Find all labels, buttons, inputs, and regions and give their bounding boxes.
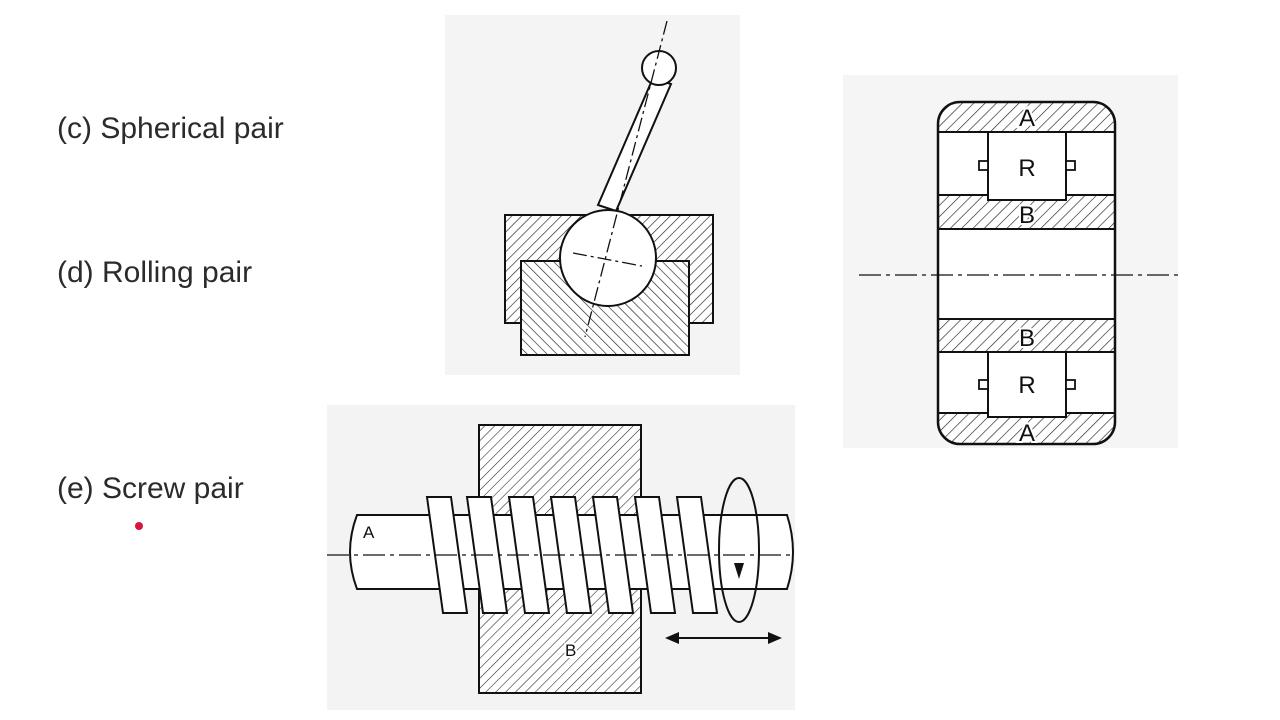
roller-bottom-pin-right	[1065, 379, 1076, 390]
rolling-pair-label: (d) Rolling pair	[57, 256, 253, 289]
rotation-arrowhead	[734, 563, 744, 579]
roller-top-pin-left	[978, 160, 989, 171]
thread-group	[425, 496, 719, 614]
label-r-bottom: R	[1018, 372, 1035, 399]
label-a-top: A	[1019, 105, 1035, 132]
cross-line	[572, 252, 643, 267]
translation-arrow-left	[665, 632, 679, 644]
axis-line	[584, 20, 668, 338]
spherical-pair-figure	[445, 15, 740, 375]
label-b-nut: B	[565, 641, 576, 660]
screw-pair-figure: A B	[327, 405, 795, 710]
label-a-shaft: A	[363, 523, 375, 542]
label-a-bottom: A	[1019, 420, 1035, 447]
rolling-pair-figure: A R B B R A	[843, 75, 1178, 448]
translation-arrow-right	[768, 632, 782, 644]
ball	[559, 209, 657, 307]
label-b-top: B	[1019, 202, 1035, 229]
rolling-pair-svg: A R B B R A	[859, 100, 1178, 448]
outer-race-top	[938, 102, 1115, 132]
bullet-dot	[135, 522, 143, 530]
label-r-top: R	[1018, 155, 1035, 182]
spherical-pair-label: (c) Spherical pair	[57, 112, 284, 145]
roller-top-pin-right	[1065, 160, 1076, 171]
screw-thread	[591, 496, 635, 614]
inner-race-bottom	[938, 319, 1115, 352]
bearing-body	[936, 100, 1117, 446]
outer-race-bottom	[938, 413, 1115, 444]
label-b-bottom: B	[1019, 325, 1035, 352]
screw-pair-svg: A B	[327, 424, 795, 694]
rotation-ellipse	[718, 477, 760, 623]
top-ball	[641, 50, 677, 86]
spherical-pair-svg	[504, 20, 714, 356]
screw-pair-label: (e) Screw pair	[57, 472, 244, 505]
roller-bottom-pin-left	[978, 379, 989, 390]
